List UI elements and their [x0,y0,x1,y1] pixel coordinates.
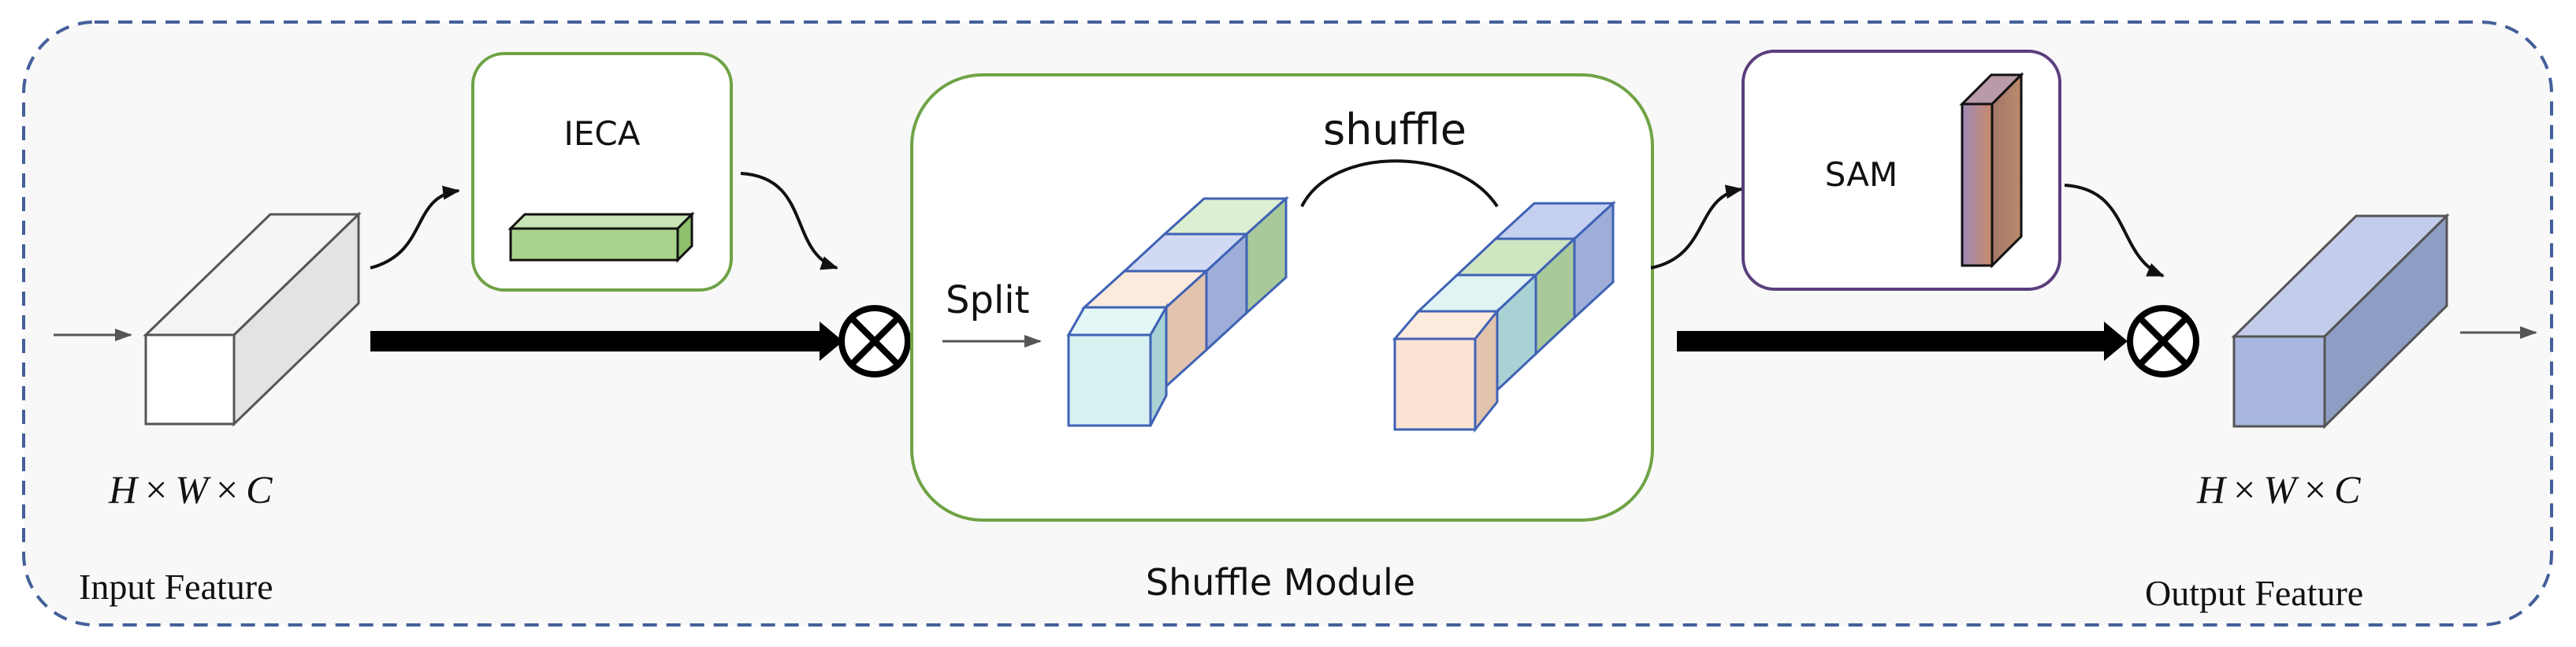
multiply-operator-1 [838,305,911,377]
sam-label: SAM [1825,155,1898,194]
ieca-label: IECA [564,114,641,153]
split-label: Split [946,278,1029,322]
chunk-blue [1121,231,1250,353]
chunk-peach [1081,268,1210,389]
curve-arrow-from-ieca [740,172,838,270]
split-chunks-stack [1066,195,1289,427]
chunk-blue-shuffled [1492,200,1616,321]
thick-arrow-shuffle-head [2104,322,2128,361]
chunk-peach-shuffled [1392,307,1500,433]
shuffle-module-caption: Shuffle Module [1146,561,1415,604]
sam-bar [1959,72,2024,269]
input-feature-caption: Input Feature [79,567,273,607]
curve-arrow-from-sam [2064,184,2165,277]
multiply-operator-2 [2127,305,2199,377]
shuffle-label: shuffle [1323,105,1466,154]
ieca-bar [507,211,695,263]
curve-arrow-to-ieca [370,185,460,270]
chunk-cyan [1066,303,1169,427]
input-feature-cube [143,211,362,427]
input-dims-label: H×W×C [108,467,273,511]
shuffled-chunks-stack [1392,200,1616,433]
output-dims-label: H×W×C [2196,467,2361,511]
output-feature-caption: Output Feature [2145,573,2363,613]
thick-arrow-input-head [820,322,843,361]
shuffle-arc [1300,159,1499,208]
chunk-green [1162,195,1289,316]
curve-arrow-to-sam [1650,184,1743,270]
output-feature-cube [2231,213,2450,429]
